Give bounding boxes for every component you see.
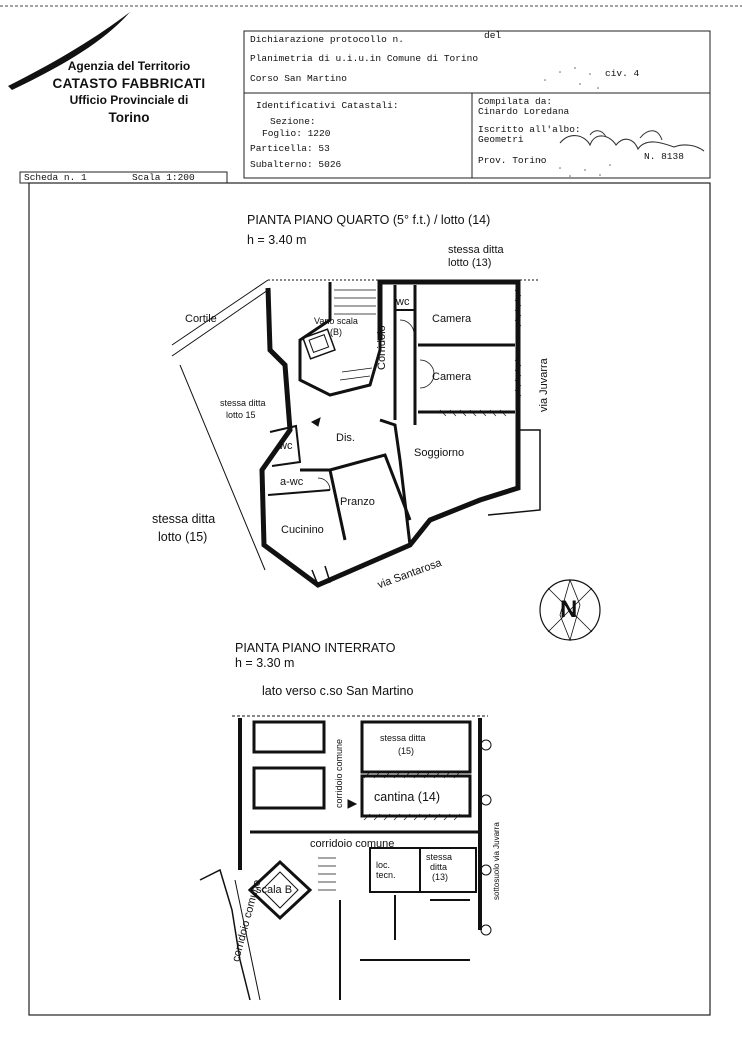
north-arrow-icon <box>539 578 601 642</box>
sezione: Sezione: <box>270 116 316 127</box>
upper-floor-plan <box>171 279 541 588</box>
agency-office: Ufficio Provinciale di <box>69 93 189 107</box>
lower-plan-side: lato verso c.so San Martino <box>262 684 414 698</box>
label-stessa-ditta-13: stessa ditta <box>448 244 504 256</box>
protocol-label: Dichiarazione protocollo n. <box>250 34 404 45</box>
agency-name: Agenzia del Territorio <box>67 59 191 73</box>
agency-swoosh-logo <box>8 12 130 90</box>
lower-plan-height: h = 3.30 m <box>235 656 295 670</box>
label-dis: Dis. <box>336 432 355 444</box>
label-corridoio: Corridoio <box>376 325 388 370</box>
label-wc-left: wc <box>279 440 293 452</box>
label-scala-b: scala B <box>256 884 293 896</box>
label-vano-scala-b: (B) <box>330 327 342 337</box>
lower-floor-plan <box>199 715 492 1001</box>
label-lotto-15b: lotto (15) <box>158 530 208 544</box>
agency-block: Agenzia del Territorio CATASTO FABBRICAT… <box>40 58 218 126</box>
label-cantina: cantina (14) <box>374 790 441 804</box>
identifiers-title: Identificativi Catastali: <box>256 100 399 111</box>
upper-plan-title: PIANTA PIANO QUARTO (5° f.t.) / lotto (1… <box>247 213 491 227</box>
label-wc-top: wc <box>396 296 410 308</box>
scale-value: Scala 1:200 <box>132 172 195 183</box>
label-corridoio-comune-v: corridoio comune <box>334 738 344 808</box>
profession: Geometri <box>478 134 524 145</box>
label-a-wc: a-wc <box>280 476 304 488</box>
label-corridoio-comune-h: corridoio comune <box>310 838 395 850</box>
label-camera-2: Camera <box>432 371 472 383</box>
label-stessa-ditta-15: stessa ditta <box>220 398 266 408</box>
label-ditta-13: ditta <box>430 862 448 872</box>
registered-label: Iscritto all'albo: <box>478 124 581 135</box>
upper-plan-height: h = 3.40 m <box>247 233 307 247</box>
north-letter: N <box>560 596 578 623</box>
agency-department: CATASTO FABBRICATI <box>52 76 206 91</box>
civ-number: civ. 4 <box>605 68 640 79</box>
compiler-name: Cinardo Loredana <box>478 106 570 117</box>
label-vano-scala: Vano scala <box>314 316 358 326</box>
label-camera-1: Camera <box>432 313 472 325</box>
lower-plan-title: PIANTA PIANO INTERRATO <box>235 641 396 655</box>
label-cortile: Cortile <box>185 313 217 325</box>
label-loc: loc. <box>376 860 391 870</box>
registration-number: N. 8138 <box>644 151 684 162</box>
foglio: Foglio: 1220 <box>262 128 331 139</box>
label-13: (13) <box>432 872 449 882</box>
address-text: Corso San Martino <box>250 73 347 84</box>
label-pranzo: Pranzo <box>340 496 375 508</box>
label-stessa-ditta-15b: stessa ditta <box>152 512 216 526</box>
scheda-number: Scheda n. 1 <box>24 172 87 183</box>
particella: Particella: 53 <box>250 143 330 154</box>
compiled-by: Compilata da: <box>478 96 553 107</box>
label-lotto-15: lotto 15 <box>226 410 256 420</box>
agency-city: Torino <box>108 110 150 125</box>
planimetry-text: Planimetria di u.i.u.in Comune di Torino <box>250 53 479 64</box>
label-stessa-13: stessa <box>426 852 453 862</box>
label-cucinino: Cucinino <box>281 524 324 536</box>
subalterno: Subalterno: 5026 <box>250 159 342 170</box>
label-via-juvarra: via Juvarra <box>538 358 550 412</box>
label-stessa-ditta-15: stessa ditta <box>380 733 426 743</box>
label-lotto-13: lotto (13) <box>448 257 492 269</box>
protocol-del: del <box>484 30 502 41</box>
label-sottosuolo: sottosuolo via Juvarra <box>492 822 501 900</box>
signature-scribble <box>559 135 705 152</box>
label-stessa-ditta-15-num: (15) <box>398 746 415 756</box>
stamp-dots <box>539 67 611 177</box>
province: Prov. Torino <box>478 155 547 166</box>
label-soggiorno: Soggiorno <box>414 447 465 459</box>
label-tecn: tecn. <box>376 870 396 880</box>
